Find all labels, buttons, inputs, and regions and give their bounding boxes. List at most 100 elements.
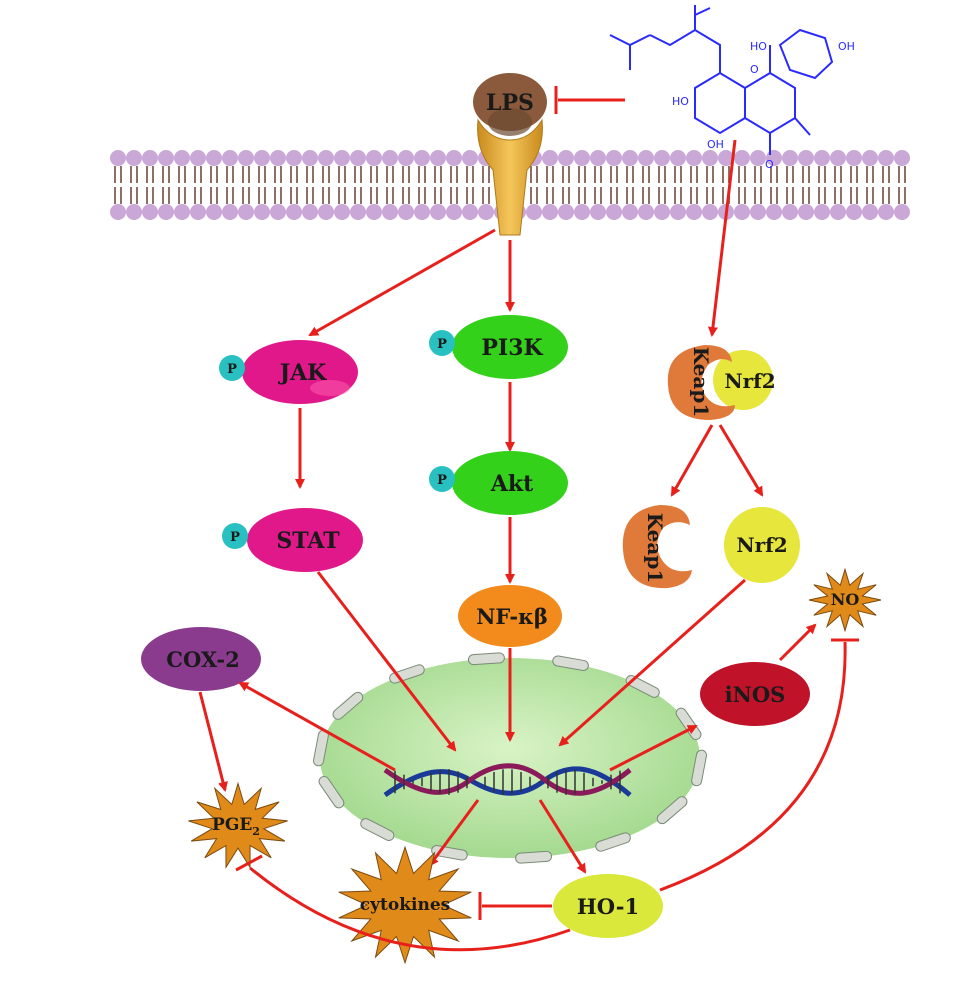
lipid-tail xyxy=(610,166,618,204)
lipid-head xyxy=(750,150,766,166)
no-burst: NO xyxy=(808,567,882,633)
inos-label: iNOS xyxy=(725,682,786,707)
lipid-tail xyxy=(338,166,346,204)
lipid-tail xyxy=(642,166,650,204)
lipid-head xyxy=(846,204,862,220)
keap1-bound-label: Keap1 xyxy=(689,347,713,418)
ho1-node: HO-1 xyxy=(553,874,663,938)
keap1-free-node: Keap1 xyxy=(622,505,692,589)
lipid-head xyxy=(590,204,606,220)
lipid-head xyxy=(110,204,126,220)
lipid-tail xyxy=(802,166,810,204)
nuclear-pore xyxy=(656,796,688,825)
lipid-tail xyxy=(274,166,282,204)
nuclear-pore xyxy=(332,691,364,720)
lipid-tail xyxy=(162,166,170,204)
nrf2-free-label: Nrf2 xyxy=(736,533,787,557)
lipid-tail xyxy=(226,166,234,204)
inos-node: iNOS xyxy=(700,662,810,726)
lipid-head xyxy=(814,150,830,166)
lipid-tail xyxy=(402,166,410,204)
pi3k-phospho-icon xyxy=(429,330,455,356)
akt-label: Akt xyxy=(490,471,534,497)
lipid-tail xyxy=(626,166,634,204)
lipid-head xyxy=(206,204,222,220)
lipid-head xyxy=(286,204,302,220)
lipid-tail xyxy=(546,166,554,204)
cytokines-burst: cytokines xyxy=(338,845,472,965)
nrf2-bound-label: Nrf2 xyxy=(724,369,775,393)
lipid-head xyxy=(318,204,334,220)
lipid-head xyxy=(606,150,622,166)
lipid-head xyxy=(734,204,750,220)
lipid-head xyxy=(142,150,158,166)
lipid-head xyxy=(670,204,686,220)
lipid-tail xyxy=(834,166,842,204)
nrf2-free-node: Nrf2 xyxy=(724,507,800,583)
nuclear-pore xyxy=(625,674,660,698)
cytokines-label: cytokines xyxy=(360,895,450,915)
lipid-tail xyxy=(210,166,218,204)
cox2-node: COX-2 xyxy=(141,627,261,691)
lipid-head xyxy=(366,204,382,220)
lipid-head xyxy=(622,204,638,220)
lipid-head xyxy=(174,204,190,220)
lipid-head xyxy=(686,150,702,166)
lipid-head xyxy=(702,150,718,166)
lipid-head xyxy=(286,150,302,166)
lipid-head xyxy=(734,150,750,166)
lipid-tail xyxy=(114,166,122,204)
chem-oh-top-right: OH xyxy=(838,40,855,53)
lipid-head xyxy=(142,204,158,220)
lipid-head xyxy=(782,204,798,220)
lipid-head xyxy=(878,204,894,220)
jak-phospho-label: P xyxy=(227,362,237,377)
lipid-tail xyxy=(530,166,538,204)
lipid-head xyxy=(606,204,622,220)
lipid-head xyxy=(430,150,446,166)
lipid-head xyxy=(670,150,686,166)
keap1-free-label: Keap1 xyxy=(643,513,667,584)
nfkb-label: NF-κβ xyxy=(476,604,548,629)
lipid-head xyxy=(574,204,590,220)
chem-ring-oxygen: O xyxy=(750,63,759,76)
lipid-head xyxy=(654,204,670,220)
lipid-head xyxy=(846,150,862,166)
lipid-head xyxy=(558,150,574,166)
lipid-tail xyxy=(242,166,250,204)
lipid-head xyxy=(862,204,878,220)
lipid-tail xyxy=(418,166,426,204)
lipid-head xyxy=(894,204,910,220)
lipid-head xyxy=(334,150,350,166)
lps-node: LPS xyxy=(473,73,547,136)
arrow-complex-to-nrf2 xyxy=(718,424,764,497)
lipid-tail xyxy=(178,166,186,204)
lipid-head xyxy=(158,150,174,166)
nuclear-pore xyxy=(515,850,553,864)
lipid-tail xyxy=(146,166,154,204)
lipid-head xyxy=(478,204,494,220)
lipid-tail xyxy=(354,166,362,204)
lipid-head xyxy=(270,150,286,166)
arrow-dna-to-cytokines xyxy=(428,799,480,867)
stat-label: STAT xyxy=(276,528,340,554)
lipid-tail xyxy=(482,166,490,204)
lipid-head xyxy=(414,150,430,166)
lipid-head xyxy=(638,204,654,220)
lipid-head xyxy=(446,204,462,220)
lipid-tail xyxy=(690,166,698,204)
lipid-head xyxy=(254,204,270,220)
akt-phospho-label: P xyxy=(437,473,447,488)
lipid-head xyxy=(462,150,478,166)
stat-node: STAT P xyxy=(222,508,363,572)
nuclear-pore xyxy=(318,775,345,809)
lipid-head xyxy=(254,150,270,166)
lipid-head xyxy=(222,204,238,220)
lipid-head xyxy=(126,204,142,220)
lipid-tail xyxy=(706,166,714,204)
stat-phospho-icon xyxy=(222,523,248,549)
lipid-tail xyxy=(674,166,682,204)
lipid-head xyxy=(366,150,382,166)
lipid-head xyxy=(542,204,558,220)
